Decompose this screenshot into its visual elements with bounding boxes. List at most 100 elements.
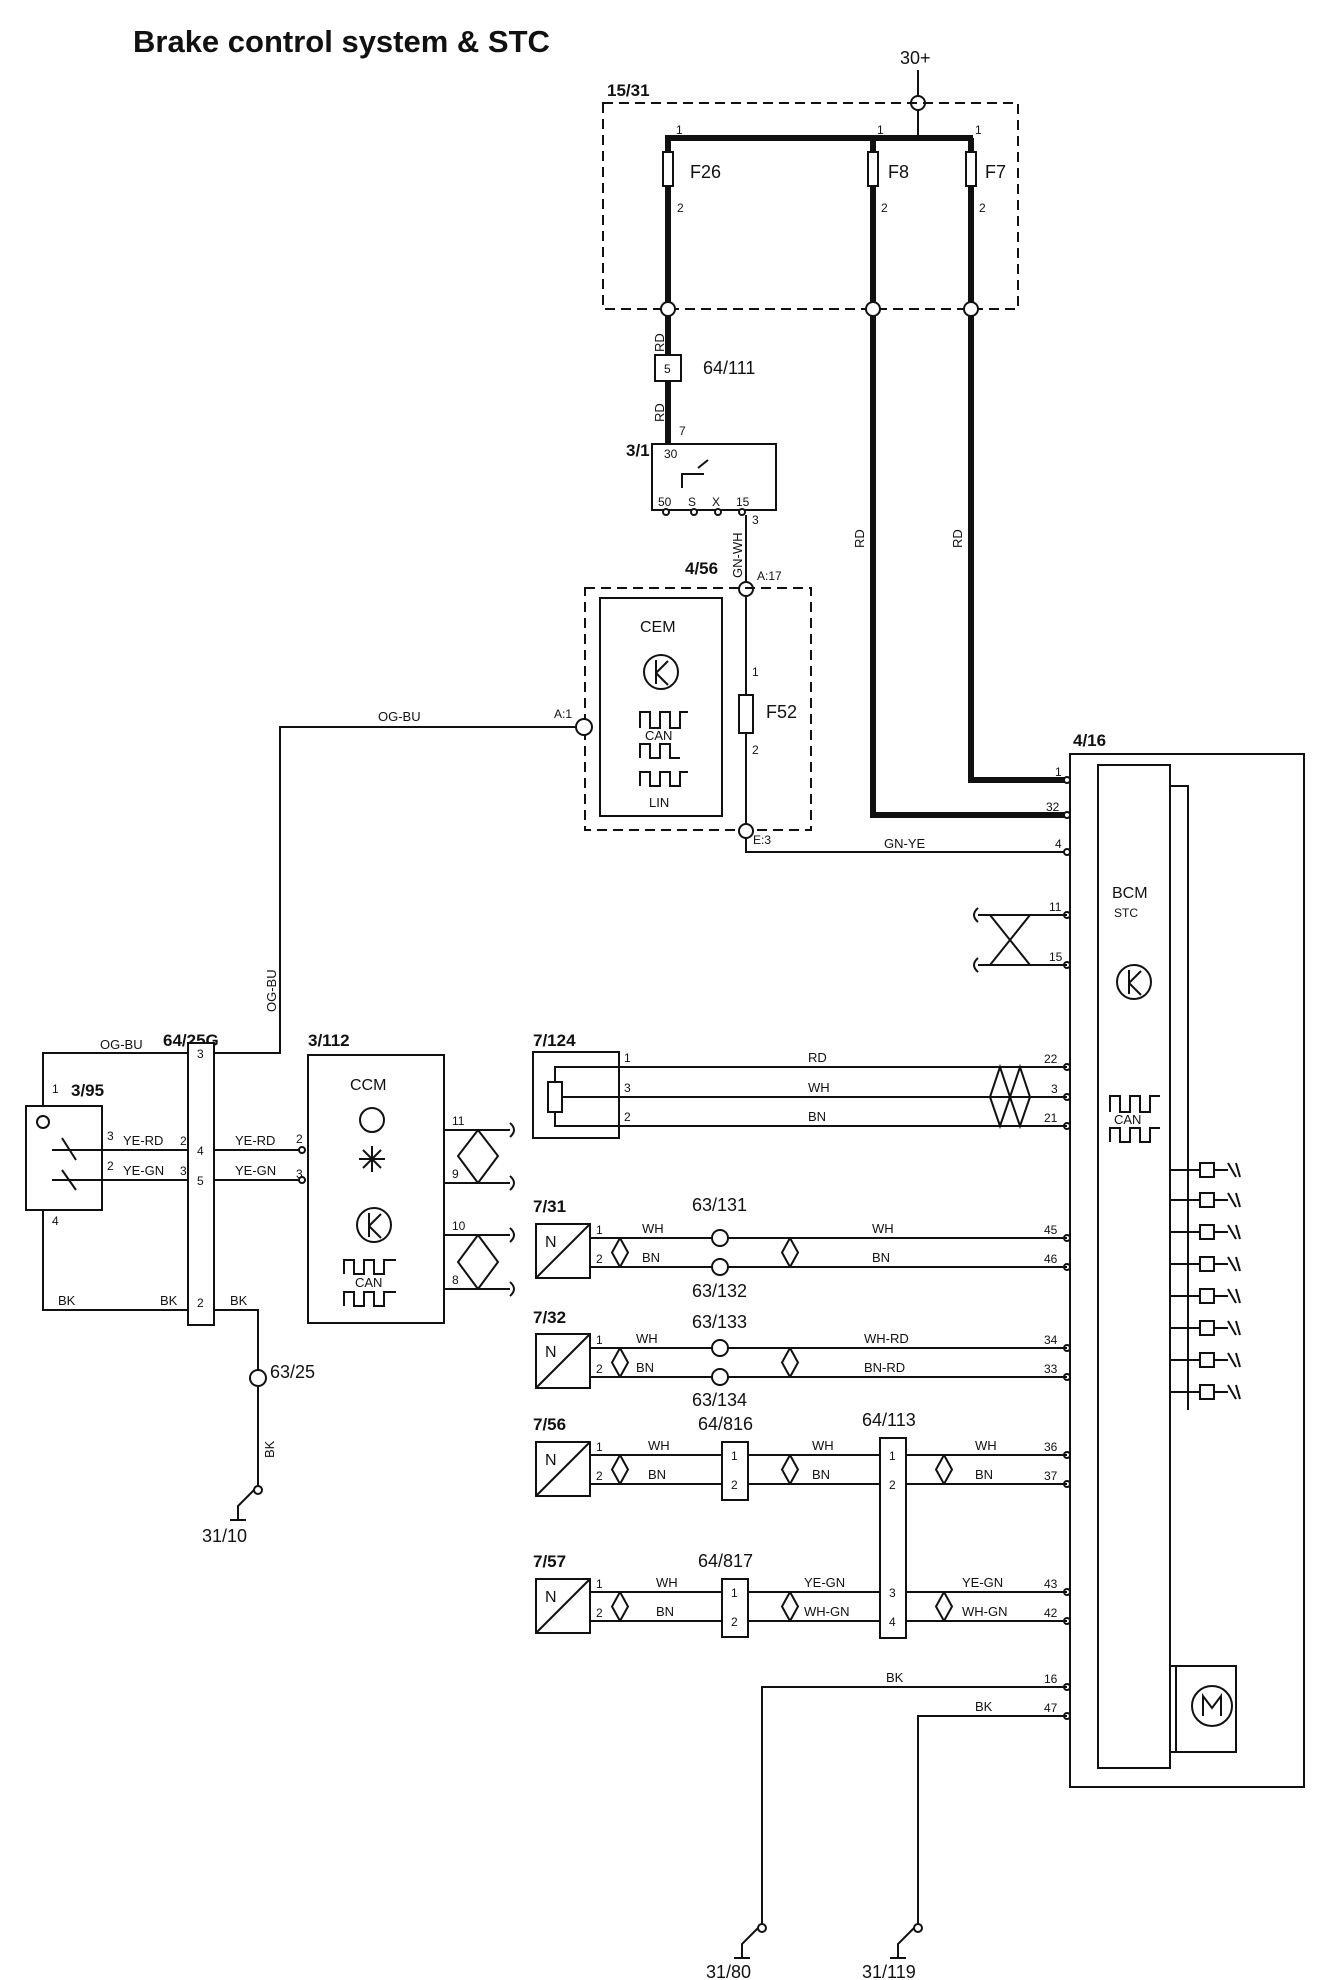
ground-31-10-point [253, 1485, 263, 1495]
ignition-term-15: 15 [736, 495, 750, 509]
ccm-ac-snowflake-icon [359, 1146, 385, 1172]
c64-817-pin1: 1 [731, 1586, 738, 1600]
wire-label-wh-756b: WH [812, 1438, 834, 1453]
twisted-pair-icon [780, 1237, 800, 1268]
fuse-f7 [965, 151, 977, 187]
f26-node [660, 301, 676, 317]
switch-395-pin3: 3 [107, 1129, 114, 1143]
splice-63-25-label: 63/25 [270, 1362, 315, 1382]
solenoid-valve-icon [1188, 1352, 1241, 1368]
ccm-pin-2: 2 [296, 1132, 303, 1146]
ignition-pin-dot [690, 508, 698, 516]
wire-label-wh-757a: WH [656, 1575, 678, 1590]
splice-63-131-label: 63/131 [692, 1195, 747, 1215]
bcm-pin-45: 45 [1044, 1223, 1058, 1237]
cem-pin-a17: A:17 [757, 569, 782, 583]
ccm-pin-dot [298, 1176, 306, 1184]
cem-can-wave-icon [639, 711, 688, 729]
wire-label-og-bu-3: OG-BU [100, 1037, 143, 1052]
cem-lin-label: LIN [649, 795, 669, 810]
bcm-pin-32: 32 [1046, 800, 1060, 814]
twisted-pair-icon [610, 1237, 630, 1268]
cem-pin-e3: E:3 [753, 833, 771, 847]
wire-label-bn-756b: BN [812, 1467, 830, 1482]
wire-label-wh-rd: WH-RD [864, 1331, 909, 1346]
wire-label-bn-rd: BN-RD [864, 1360, 905, 1375]
ccm-name: CCM [350, 1077, 386, 1094]
wire-label-ye-gn-2: YE-GN [235, 1163, 276, 1178]
ignition-switch [651, 443, 777, 511]
wire-label-og-bu-1: OG-BU [378, 709, 421, 724]
wire-label-bn-756c: BN [975, 1467, 993, 1482]
bcm-pin-37: 37 [1044, 1469, 1058, 1483]
sensor-7-32-pin1: 1 [596, 1333, 603, 1347]
wire-label-wh-731b: WH [872, 1221, 894, 1236]
bcm-valve-block [1170, 1169, 1189, 1410]
twisted-pair-icon [610, 1454, 630, 1485]
diagram-title: Brake control system & STC [133, 24, 550, 59]
cem-can-wave2-icon [639, 743, 680, 759]
wire-label-rd-1: RD [652, 333, 667, 352]
c64-25g-pin2-left: 2 [180, 1134, 187, 1148]
switch-395-pin1: 1 [52, 1082, 59, 1096]
c64-113-pin1: 1 [889, 1449, 896, 1463]
ground-31-119-label: 31/119 [862, 1962, 916, 1980]
twisted-pair-icons [610, 1237, 954, 1622]
sensor-7-57-wires [590, 1591, 1067, 1622]
f7-node [963, 301, 979, 317]
splice-63-134-icon [711, 1368, 729, 1386]
c64-25g-pin3-left: 3 [180, 1164, 187, 1178]
bcm-sub: STC [1114, 906, 1138, 920]
f26-label: F26 [690, 162, 721, 182]
c64-113-pin3: 3 [889, 1586, 896, 1600]
ignition-term-x: X [712, 495, 720, 509]
wire-label-rd-7124: RD [808, 1050, 827, 1065]
switch-395-pin2: 2 [107, 1159, 114, 1173]
sensor-7-56-ref: 7/56 [533, 1415, 566, 1434]
c64-25g-pin4: 4 [197, 1144, 204, 1158]
f26-pin-in: 1 [676, 123, 683, 137]
bcm-can-label: CAN [1114, 1112, 1141, 1127]
wire-label-bn-731b: BN [872, 1250, 890, 1265]
ignition-ref: 3/1 [626, 441, 650, 460]
ccm-can-wave-icon [343, 1259, 396, 1275]
f7-pin-in: 1 [975, 123, 982, 137]
twisted-pair-icon [934, 1454, 954, 1485]
solenoid-valve-icon [1188, 1320, 1241, 1336]
c64-25g-pin2: 2 [197, 1296, 204, 1310]
wire-f7-to-bcm-1 [968, 316, 1067, 783]
bcm-k-glyph [1128, 970, 1142, 996]
bcm-can-bus-break-icon [973, 907, 979, 973]
ccm-pin-10: 10 [452, 1219, 466, 1233]
twisted-pair-icon [610, 1347, 630, 1378]
ignition-pin-top: 7 [679, 424, 686, 438]
sensor-7-31-pin1: 1 [596, 1223, 603, 1237]
sensor-7124-pin3: 3 [624, 1081, 631, 1095]
splice-63-134-label: 63/134 [692, 1390, 747, 1410]
bcm-can-wave2-icon [1109, 1127, 1160, 1143]
splice-63-133-icon [711, 1339, 729, 1357]
ccm-ref: 3/112 [308, 1031, 350, 1050]
fuse-f26 [662, 151, 674, 187]
sensor-7-31-pin2: 2 [596, 1252, 603, 1266]
connector-64-816 [721, 1441, 749, 1501]
f7-pin-out: 2 [979, 201, 986, 215]
c64-113-pin2: 2 [889, 1478, 896, 1492]
bcm-name: BCM [1112, 885, 1148, 902]
bcm-pin-43: 43 [1044, 1577, 1058, 1591]
bcm-can-wave-icon [1109, 1095, 1160, 1113]
switch-395-pin4: 4 [52, 1214, 59, 1228]
sensor-7-31-ref: 7/31 [533, 1197, 566, 1216]
c64-816-pin2: 2 [731, 1478, 738, 1492]
ground-31-119-point [913, 1923, 923, 1933]
wire-bk-bcm-47 [917, 1715, 1067, 1924]
wire-label-rd-2: RD [652, 403, 667, 422]
sensor-7124-internal [554, 1066, 619, 1127]
wire-label-og-bu-2: OG-BU [264, 969, 279, 1012]
f7-label: F7 [985, 162, 1006, 182]
wire-label-wh-732a: WH [636, 1331, 658, 1346]
sensor-7124-ref: 7/124 [533, 1031, 576, 1050]
c64-111-ref: 64/111 [703, 358, 755, 378]
ignition-term-s: S [688, 495, 696, 509]
sensor-7-31-diag [535, 1223, 591, 1279]
